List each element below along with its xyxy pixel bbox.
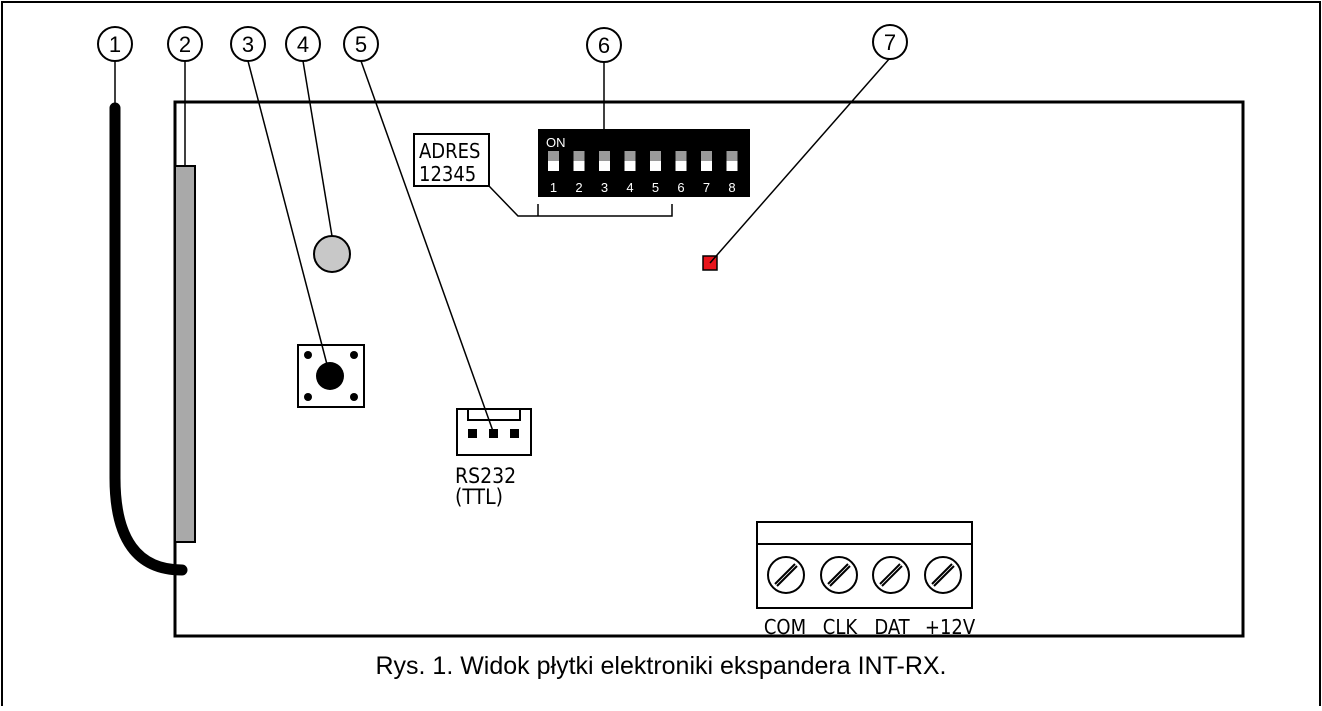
leader-3 — [247, 60, 331, 377]
terminal-label: +12V — [925, 615, 976, 639]
terminal-screw-1 — [820, 556, 858, 594]
dip-lever-2 — [573, 151, 585, 171]
dip-lever-7 — [701, 151, 712, 171]
dip-switch — [538, 129, 750, 197]
dip-lever-1 — [548, 151, 559, 171]
terminal-label: COM — [764, 615, 806, 639]
terminal-screw-2 — [872, 556, 910, 594]
rs232-label: RS232 — [455, 464, 516, 488]
ttl-label: (TTL) — [455, 485, 503, 509]
terminal-block — [756, 521, 973, 609]
dip-lever-8 — [726, 151, 738, 171]
grey-led — [313, 235, 351, 273]
terminal-label: CLK — [823, 615, 859, 639]
terminal-label: DAT — [874, 615, 910, 639]
dip-lever-5 — [650, 151, 661, 171]
address-label: ADRES — [419, 139, 480, 163]
dip-lever-3 — [599, 151, 610, 171]
callout-number: 4 — [297, 32, 309, 57]
dip-on-label: ON — [546, 135, 566, 150]
tamper-button — [297, 344, 365, 408]
antenna-strip — [174, 165, 196, 543]
dip-number: 7 — [703, 180, 710, 195]
dip-lever-4 — [624, 151, 636, 171]
callout-4: 4 — [285, 26, 321, 62]
terminal-screw-0 — [767, 556, 805, 594]
callout-3: 3 — [230, 26, 266, 62]
dip-number: 1 — [550, 180, 557, 195]
leader-5 — [360, 60, 495, 435]
callout-number: 7 — [884, 30, 896, 55]
figure-caption: Rys. 1. Widok płytki elektroniki ekspand… — [375, 652, 947, 680]
dip-number: 3 — [601, 180, 608, 195]
callout-number: 5 — [355, 32, 367, 57]
address-bits: 12345 — [419, 162, 476, 186]
callout-6: 6 — [586, 27, 622, 63]
callout-number: 3 — [242, 32, 254, 57]
callout-5: 5 — [343, 26, 379, 62]
antenna-wire — [109, 102, 188, 576]
terminal-screw-3 — [924, 556, 962, 594]
address-box — [413, 133, 490, 187]
callout-number: 6 — [598, 33, 610, 58]
dip-number: 6 — [677, 180, 684, 195]
dip-number: 8 — [728, 180, 735, 195]
callout-number: 2 — [179, 32, 191, 57]
address-bracket — [488, 185, 673, 217]
dip-lever-6 — [675, 151, 687, 171]
dip-number: 2 — [575, 180, 582, 195]
dip-number: 4 — [626, 180, 633, 195]
callout-2: 2 — [167, 26, 203, 62]
leader-4 — [302, 60, 333, 237]
callout-1: 1 — [97, 26, 133, 62]
callout-7: 7 — [872, 24, 908, 60]
leader-7 — [709, 57, 891, 264]
callout-number: 1 — [109, 32, 121, 57]
dip-number: 5 — [652, 180, 659, 195]
